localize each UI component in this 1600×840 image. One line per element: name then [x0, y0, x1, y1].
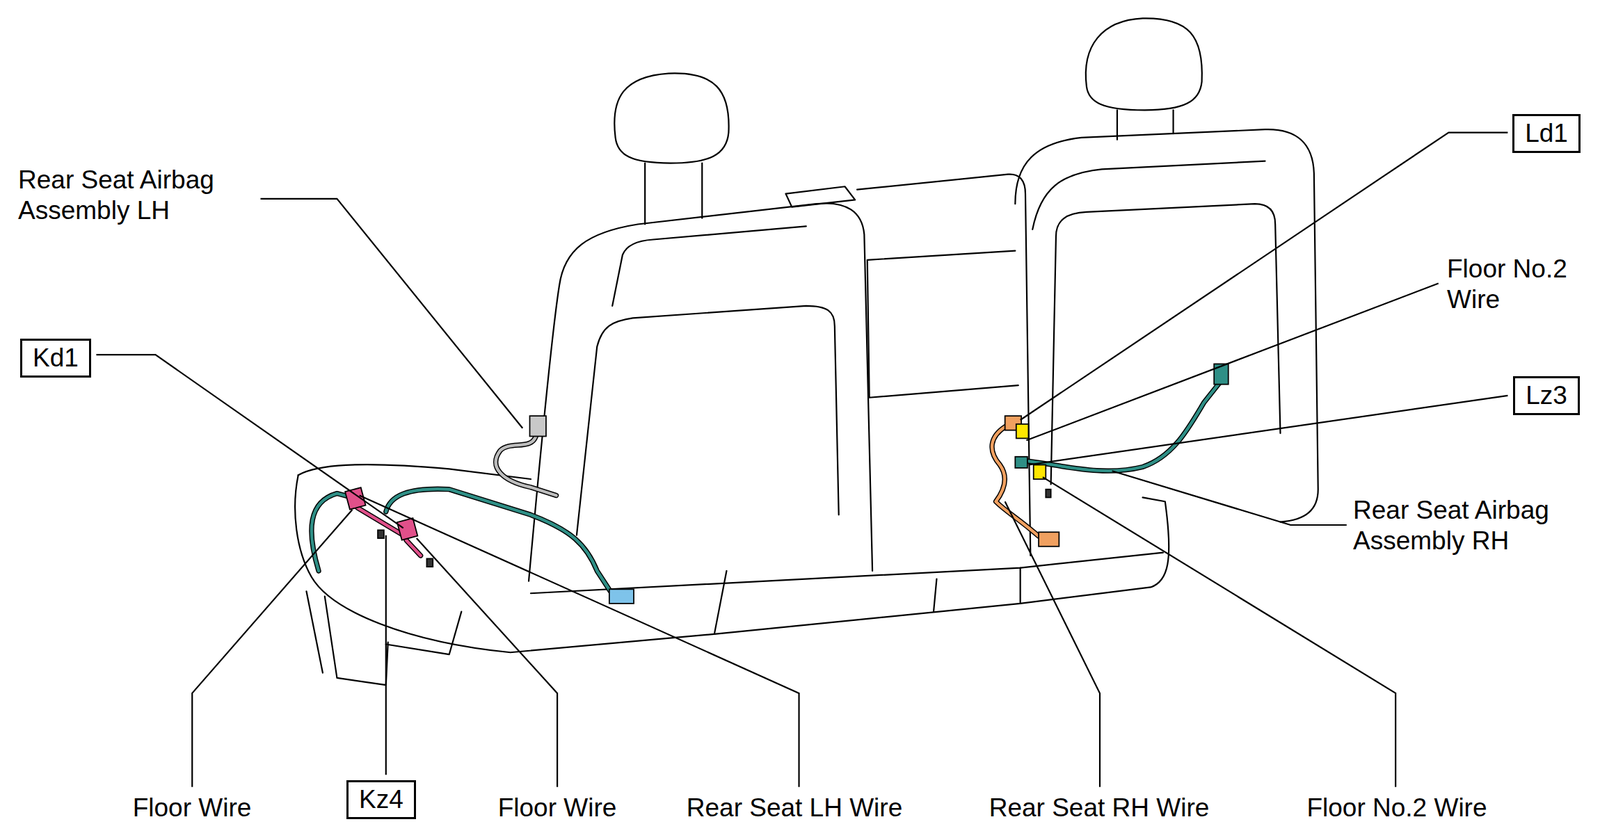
headrest-post: [644, 163, 702, 225]
connector-code: Kd1: [32, 342, 79, 374]
seat-back-panel: [576, 306, 839, 536]
leader-line: [192, 509, 352, 788]
part-name: Rear Seat Airbag Assembly RH: [1353, 495, 1597, 557]
wire: [357, 507, 421, 556]
part-name: Rear Seat Airbag Assembly LH: [18, 164, 269, 227]
connector-code: Lz3: [1525, 380, 1568, 412]
seat-cushion: [530, 553, 1164, 595]
connector: [377, 530, 384, 539]
part-name: Floor Wire: [498, 793, 618, 824]
connector-code: Kz4: [358, 784, 404, 816]
connector-code-box: Ld1: [1512, 114, 1581, 154]
leader-line: [1112, 470, 1347, 526]
connector: [1045, 489, 1051, 499]
part-name: Floor Wire: [132, 793, 252, 824]
connector-code-box: Kz4: [346, 780, 416, 820]
connector-code-box: Kd1: [20, 338, 92, 378]
connector: [345, 363, 1229, 604]
wire: [992, 426, 1039, 537]
headrest: [1085, 18, 1203, 110]
connector: [530, 416, 547, 437]
armrest: [785, 186, 855, 207]
connector: [1016, 424, 1029, 439]
seat-back: [528, 203, 873, 581]
leader-line: [1028, 395, 1508, 466]
connector: [1038, 532, 1059, 547]
connector-code-box: Lz3: [1513, 376, 1580, 416]
connector: [1213, 363, 1229, 384]
seat-leg: [324, 596, 462, 686]
leader-line: [96, 354, 403, 528]
part-name: Rear Seat RH Wire: [989, 793, 1210, 824]
part-name: Rear Seat LH Wire: [686, 793, 903, 824]
seat-back-panel: [612, 226, 807, 306]
leader-line: [260, 198, 523, 429]
seat-back: [857, 174, 1031, 556]
leader-line: [96, 132, 1508, 788]
headrest: [614, 73, 729, 163]
part-name: Floor No.2 Wire: [1446, 253, 1597, 316]
leader-line: [1042, 477, 1396, 788]
seat-back-panel: [1051, 203, 1281, 485]
wire: [496, 436, 557, 496]
seat-cushion: [714, 568, 1021, 635]
wire: [357, 383, 1220, 556]
connector-code: Ld1: [1524, 118, 1568, 149]
connector: [609, 589, 634, 604]
seat-cushion: [294, 475, 1169, 653]
leader-line: [1005, 501, 1100, 787]
seat-outline: [294, 18, 1319, 686]
seat-back-panel: [1032, 161, 1265, 230]
connector: [397, 518, 418, 541]
leader-line: [1026, 283, 1438, 442]
leader-line: [1020, 132, 1509, 421]
seat-back-panel: [867, 251, 1019, 398]
part-name: Floor No.2 Wire: [1306, 793, 1487, 824]
connector: [345, 487, 366, 510]
connector: [1014, 457, 1028, 469]
leader-line: [359, 495, 800, 787]
wire-harness: [311, 383, 1220, 592]
seat-leg: [306, 591, 323, 673]
connector: [426, 558, 433, 567]
seat-back: [1014, 129, 1318, 522]
leader-line: [385, 535, 387, 776]
wire: [311, 436, 611, 592]
